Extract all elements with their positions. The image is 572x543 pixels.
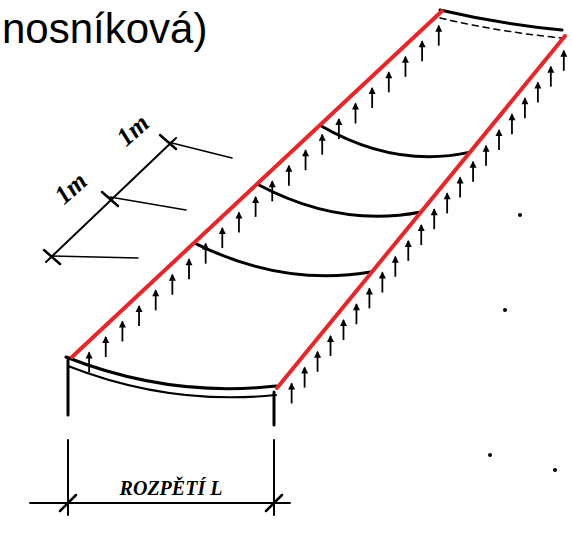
reaction-arrow	[219, 227, 226, 248]
reaction-arrow	[301, 367, 308, 388]
reaction-arrow	[483, 145, 490, 166]
extension-line	[52, 256, 138, 258]
reaction-arrow	[534, 81, 541, 102]
reaction-arrow	[152, 289, 159, 310]
reaction-arrow	[319, 134, 326, 155]
dot	[553, 468, 557, 472]
reaction-arrow	[340, 319, 347, 340]
reaction-arrow	[302, 149, 309, 170]
reaction-arrow	[353, 303, 360, 324]
reaction-arrow	[470, 161, 477, 182]
support-line	[273, 392, 276, 425]
dimension-line	[46, 138, 176, 262]
extension-line	[110, 197, 186, 210]
reaction-arrow	[186, 258, 193, 279]
dimension-tick	[102, 192, 118, 206]
reaction-arrow	[435, 25, 442, 46]
support-line	[67, 360, 70, 415]
reaction-arrow	[202, 243, 209, 264]
reaction-arrow	[327, 335, 334, 356]
strip-line	[320, 125, 470, 157]
reaction-arrow	[269, 180, 276, 201]
reaction-arrow	[392, 256, 399, 277]
reaction-arrow	[560, 50, 567, 71]
reaction-arrow	[419, 40, 426, 61]
extension-line	[168, 142, 232, 158]
reaction-arrow	[431, 208, 438, 229]
reaction-arrow	[169, 274, 176, 295]
strip-line	[257, 184, 421, 216]
support-edge	[72, 11, 442, 357]
reaction-arrow	[102, 336, 109, 357]
reaction-arrow	[508, 113, 515, 134]
reaction-arrows	[86, 25, 568, 404]
slab-near-edge	[66, 357, 276, 389]
reaction-arrow	[136, 305, 143, 326]
reaction-arrow	[352, 103, 359, 124]
slab-far-edge	[440, 18, 562, 38]
reaction-arrow	[521, 97, 528, 118]
reaction-arrow	[285, 165, 292, 186]
slab-near-edge	[68, 366, 276, 397]
slab-far-edge	[440, 10, 562, 30]
reaction-arrow	[418, 224, 425, 245]
reaction-arrow	[369, 87, 376, 108]
reaction-arrow	[288, 382, 295, 403]
reaction-arrow	[496, 129, 503, 150]
dot	[518, 213, 522, 217]
support-edge	[277, 36, 565, 388]
reaction-arrow	[457, 177, 464, 198]
title-fragment: nosníková)	[2, 8, 207, 50]
reaction-arrow	[366, 287, 373, 308]
dimension-tick	[60, 495, 76, 511]
dimension-tick	[44, 250, 60, 264]
dot	[503, 308, 507, 312]
reaction-arrow	[314, 351, 321, 372]
reaction-arrow	[235, 211, 242, 232]
reaction-arrow	[86, 352, 93, 373]
reaction-arrow	[547, 66, 554, 87]
reaction-arrow	[119, 320, 126, 341]
reaction-arrow	[402, 56, 409, 77]
reaction-arrow	[335, 118, 342, 139]
dimension-label: ROZPĚTÍ L	[117, 478, 226, 498]
strip-line	[194, 243, 372, 276]
reaction-arrow	[444, 192, 451, 213]
dimension-tick	[266, 495, 282, 511]
reaction-arrow	[405, 240, 412, 261]
reaction-arrow	[385, 71, 392, 92]
dimension-tick	[160, 135, 176, 149]
dimension-label: 1m	[50, 168, 92, 210]
dot	[488, 453, 492, 457]
reaction-arrow	[252, 196, 259, 217]
dimension-label: 1m	[112, 110, 154, 152]
reaction-arrow	[379, 272, 386, 293]
